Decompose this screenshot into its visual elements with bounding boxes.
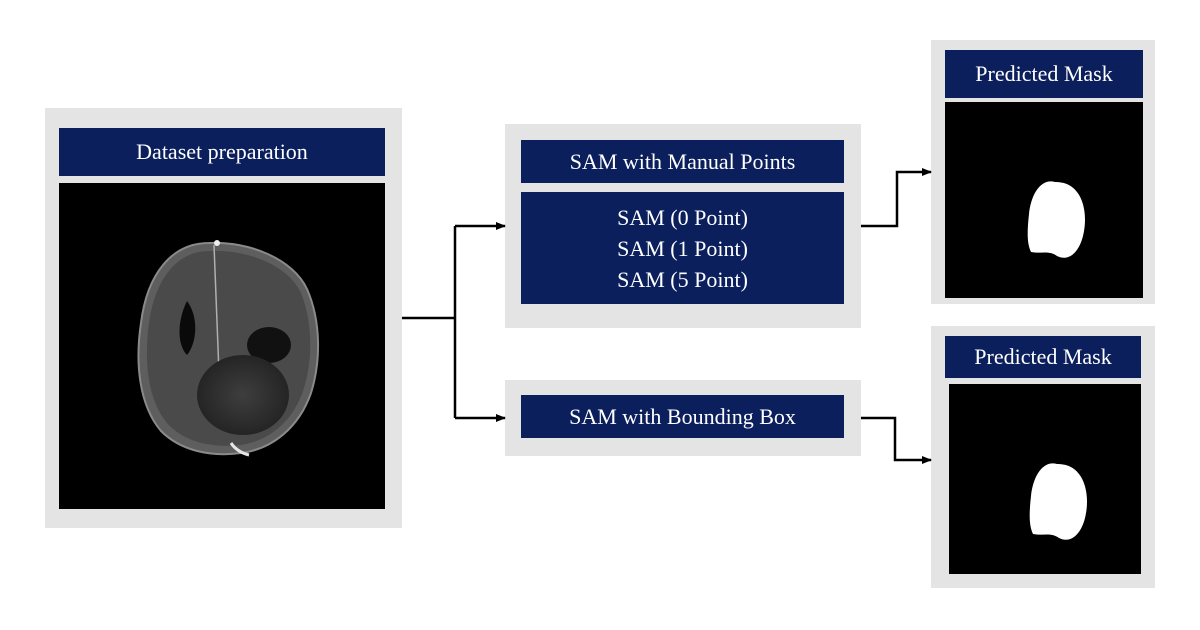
predicted-mask-title-top: Predicted Mask [945, 50, 1143, 98]
brain-mri-illustration [137, 240, 320, 457]
predicted-mask-image-top [945, 102, 1143, 298]
variant-1-point: SAM (1 Point) [617, 235, 748, 261]
predicted-mask-image-bottom [949, 384, 1141, 574]
predicted-mask-title-bottom: Predicted Mask [945, 336, 1141, 378]
mask-shape-top [1027, 181, 1085, 258]
dataset-title: Dataset preparation [59, 128, 385, 176]
predicted-mask-panel-top: Predicted Mask [931, 40, 1155, 304]
mri-scan-image [59, 183, 385, 509]
dataset-panel: Dataset preparation [45, 108, 402, 528]
manual-points-title: SAM with Manual Points [521, 140, 844, 183]
manual-points-variants: SAM (0 Point) SAM (1 Point) SAM (5 Point… [521, 192, 844, 304]
mask-shape-bottom [1029, 463, 1087, 540]
variant-0-point: SAM (0 Point) [617, 204, 748, 230]
predicted-mask-panel-bottom: Predicted Mask [931, 326, 1155, 588]
bounding-box-title: SAM with Bounding Box [521, 395, 844, 438]
arrow-bbox-to-mask-bottom [861, 416, 932, 464]
arrow-dataset-to-branches [402, 226, 457, 418]
variant-5-point: SAM (5 Point) [617, 266, 748, 292]
bounding-box-panel: SAM with Bounding Box [505, 380, 861, 456]
arrow-manual-to-mask-top [861, 168, 932, 228]
manual-points-panel: SAM with Manual Points SAM (0 Point) SAM… [505, 124, 861, 328]
